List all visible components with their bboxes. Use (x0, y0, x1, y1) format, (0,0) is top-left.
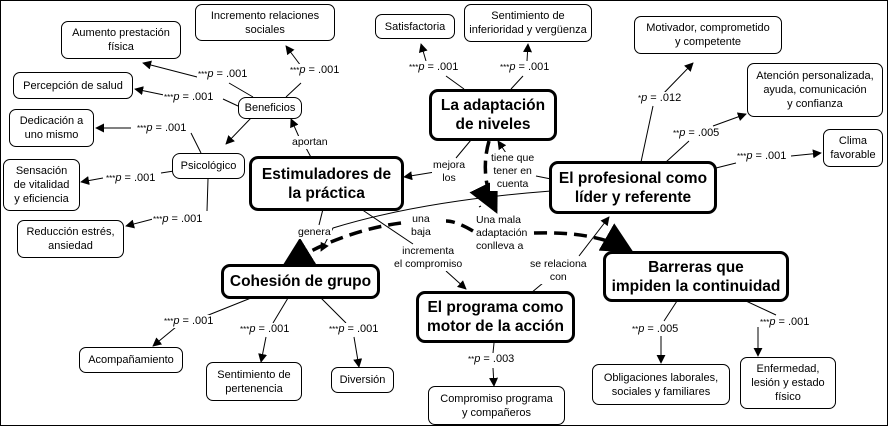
p-value-pertenencia: ***p = .001 (239, 323, 291, 336)
p-value-satisfactoria: ***p = .001 (408, 61, 460, 74)
p-value-diversion: ***p = .001 (328, 323, 380, 336)
dashed-link-adaptacion-mala (469, 140, 498, 214)
link-cohesion-acompanamiento (153, 297, 252, 346)
concept-motivador[interactable]: Motivador, comprometido y competente (634, 16, 782, 54)
link-barreras-obligaciones (661, 300, 678, 363)
p-value-compromiso: **p = .003 (467, 353, 516, 366)
link-label-genera: genera (297, 226, 332, 239)
link-programa-compromiso (493, 342, 494, 386)
concept-barreras[interactable]: Barreras que impiden la continuidad (603, 251, 789, 302)
concept-incremento-relaciones[interactable]: Incremento relaciones sociales (195, 4, 335, 41)
concept-aumento-prestacion[interactable]: Aumento prestación física (61, 21, 181, 59)
link-beneficios-psicologico (225, 117, 252, 145)
link-profesional-mala (478, 205, 482, 208)
link-label-tiene-que: tiene que tener en cuenta (490, 152, 536, 191)
p-value-dedicacion: ***p = .001 (136, 122, 188, 135)
p-value-aumento: ***p = .001 (197, 68, 249, 81)
link-estimuladores-programa (360, 208, 466, 289)
dashed-link-una-baja-cohesion (281, 221, 402, 268)
concept-profesional[interactable]: El profesional como líder y referente (549, 161, 717, 214)
concept-acompanamiento[interactable]: Acompañamiento (79, 347, 183, 373)
concept-programa[interactable]: El programa como motor de la acción (416, 291, 575, 343)
link-label-incrementa: incrementa el compromiso (393, 245, 464, 271)
concept-compromiso[interactable]: Compromiso programa y compañeros (428, 386, 565, 425)
concept-pertenencia[interactable]: Sentimiento de pertenencia (206, 362, 302, 401)
concept-atencion[interactable]: Atención personalizada, ayuda, comunicac… (747, 63, 883, 117)
link-adaptacion-satisfactoria (421, 44, 465, 90)
link-profesional-motivador (640, 63, 693, 163)
concept-dedicacion[interactable]: Dedicación a uno mismo (9, 109, 94, 147)
concept-adaptacion[interactable]: La adaptación de niveles (429, 89, 557, 141)
p-value-atencion: **p = .005 (672, 127, 721, 140)
concept-obligaciones[interactable]: Obligaciones laborales, sociales y famil… (592, 364, 730, 405)
p-value-enfermedad: ***p = .001 (759, 316, 811, 329)
link-beneficios-aumento (143, 63, 254, 98)
link-label-se-relaciona: se relaciona con (529, 258, 588, 284)
link-label-aportan: aportan (291, 136, 329, 149)
link-psicologico-dedicacion (96, 128, 202, 154)
link-profesional-adaptacion (498, 141, 552, 180)
p-value-clima: ***p = .001 (736, 150, 788, 163)
dashed-link-mala-una-baja (445, 219, 474, 233)
p-value-acompanamiento: ***p = .001 (163, 315, 215, 328)
link-label-mala-adaptacion: Una mala adaptación conlleva a (475, 214, 529, 253)
concept-estimuladores[interactable]: Estimuladores de la práctica (249, 156, 404, 211)
p-value-motivador: *p = .012 (637, 92, 683, 105)
link-estimuladores-genera (318, 208, 324, 226)
concept-satisfactoria[interactable]: Satisfactoria (375, 14, 455, 39)
concept-cohesion[interactable]: Cohesión de grupo (221, 264, 380, 299)
concept-percepcion-salud[interactable]: Percepción de salud (13, 72, 133, 99)
p-value-inferioridad: ***p = .001 (499, 61, 551, 74)
p-value-percepcion: ***p = .001 (163, 91, 215, 104)
concept-reduccion[interactable]: Reducción estrés, ansiedad (17, 220, 124, 258)
concept-diversion[interactable]: Diversión (331, 367, 394, 393)
concept-enfermedad[interactable]: Enfermedad, lesión y estado físico (740, 357, 836, 409)
concept-clima[interactable]: Clima favorable (823, 129, 883, 167)
concept-beneficios[interactable]: Beneficios (238, 97, 302, 119)
p-value-relaciones: ***p = .001 (289, 64, 341, 77)
link-psicologico-sensacion (81, 170, 175, 182)
p-value-sensacion: ***p = .001 (105, 172, 157, 185)
link-profesional-estimuladores-cohesion (320, 190, 552, 252)
link-cohesion-diversion (320, 297, 359, 367)
link-barreras-enfermedad (745, 300, 777, 356)
p-value-obligaciones: **p = .005 (631, 323, 680, 336)
link-beneficios-percepcion (135, 89, 239, 107)
link-cohesion-pertenencia (261, 297, 289, 362)
link-label-una-baja: una baja (410, 213, 432, 239)
concept-sensacion[interactable]: Sensación de vitalidad y eficiencia (3, 159, 80, 211)
concept-psicologico[interactable]: Psicológico (172, 153, 245, 179)
concept-inferioridad[interactable]: Sentimiento de inferioridad y vergüenza (464, 4, 592, 42)
p-value-reduccion: ***p = .001 (152, 213, 204, 226)
link-beneficios-relaciones (286, 46, 302, 98)
link-adaptacion-inferioridad (510, 44, 528, 90)
dashed-link-mala-barreras (533, 223, 634, 253)
link-label-mejora-los: mejora los (432, 159, 467, 185)
link-psicologico-reduccion (126, 178, 209, 226)
link-profesional-clima (715, 153, 821, 169)
link-profesional-atencion (665, 114, 746, 163)
